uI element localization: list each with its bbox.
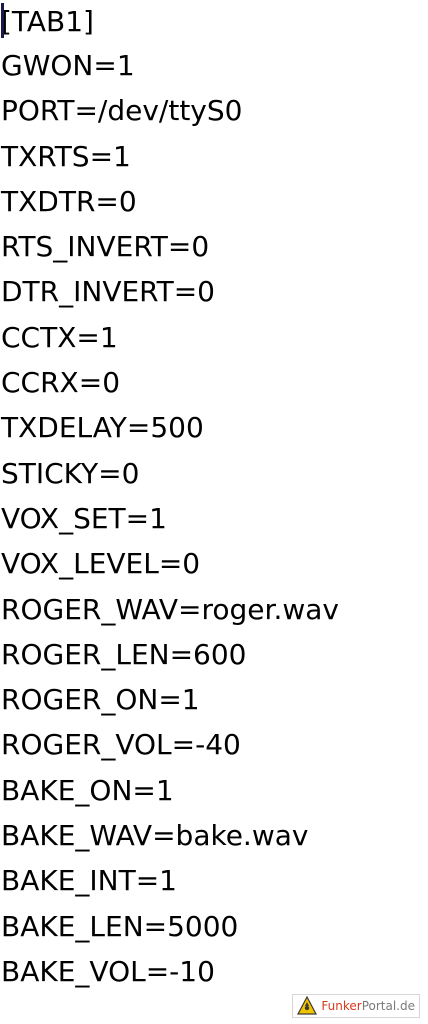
editor-line[interactable]: VOX_SET=1 — [1, 501, 167, 535]
editor-line[interactable]: ROGER_ON=1 — [1, 683, 200, 717]
editor-line[interactable]: ROGER_VOL=-40 — [1, 728, 241, 762]
editor-line[interactable]: VOX_LEVEL=0 — [1, 547, 201, 581]
editor-line[interactable]: DTR_INVERT=0 — [1, 275, 215, 309]
editor-line[interactable]: TXRTS=1 — [1, 139, 131, 173]
editor-line[interactable]: TXDTR=0 — [1, 184, 137, 218]
editor-line[interactable]: PORT=/dev/ttyS0 — [1, 94, 243, 128]
editor-line[interactable]: RTS_INVERT=0 — [1, 230, 210, 264]
editor-line[interactable]: STICKY=0 — [1, 456, 140, 490]
editor-line[interactable]: BAKE_VOL=-10 — [1, 954, 215, 988]
editor-line[interactable]: ROGER_LEN=600 — [1, 637, 247, 671]
editor-line[interactable]: BAKE_ON=1 — [1, 773, 174, 807]
editor-text-area[interactable]: [TAB1] GWON=1 PORT=/dev/ttyS0 TXRTS=1 TX… — [0, 0, 428, 994]
watermark-text-part-b: Portal.de — [361, 999, 415, 1013]
editor-line[interactable]: CCRX=0 — [1, 366, 121, 400]
editor-line[interactable]: TXDELAY=500 — [1, 411, 204, 445]
editor-line[interactable]: GWON=1 — [1, 49, 135, 82]
editor-line[interactable]: [TAB1] — [1, 5, 94, 38]
editor-line[interactable]: BAKE_WAV=bake.wav — [1, 819, 309, 853]
editor-line[interactable]: BAKE_LEN=5000 — [1, 909, 239, 943]
editor-line[interactable]: CCTX=1 — [1, 320, 118, 354]
watermark-text-part-a: Funker — [321, 999, 362, 1013]
warning-triangle-icon — [297, 995, 318, 1016]
watermark: FunkerPortal.de — [292, 994, 420, 1018]
editor-line[interactable]: ROGER_WAV=roger.wav — [1, 592, 339, 626]
editor-line[interactable]: BAKE_INT=1 — [1, 864, 177, 898]
watermark-text: FunkerPortal.de — [321, 999, 415, 1013]
text-caret — [1, 3, 4, 38]
